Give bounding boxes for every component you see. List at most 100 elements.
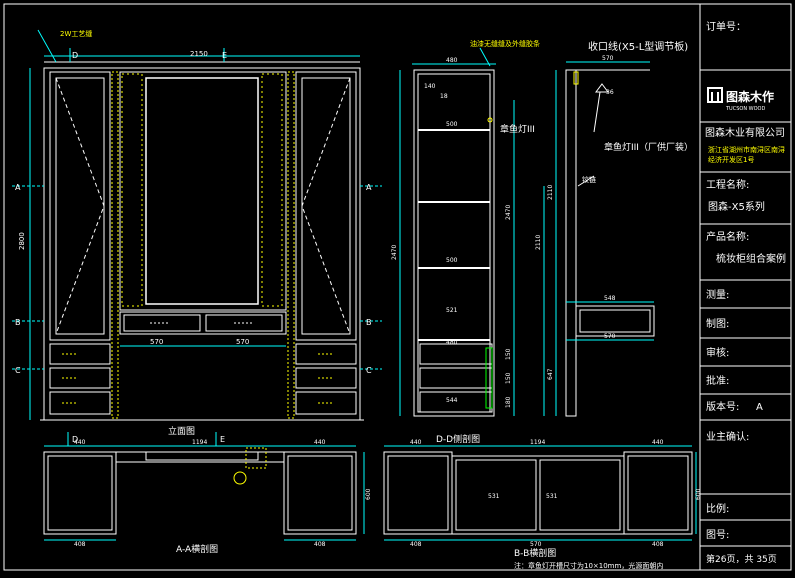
right-drawer-inner xyxy=(579,309,651,333)
brand-name-en: TUCSON WOOD xyxy=(725,106,765,112)
elevation-view: 2W工艺缝 2150 2800 570 570 A B C A B C D E … xyxy=(12,29,382,437)
order-label: 订单号： xyxy=(706,21,746,33)
right-drawer-3 xyxy=(295,391,357,415)
hinge-leader xyxy=(577,175,595,187)
company-name: 图森木业有限公司 xyxy=(705,126,785,139)
right-total-h: 2110 xyxy=(535,235,542,250)
collar-label: 收口线(X5-L型调节板) xyxy=(588,40,688,53)
elevation-title: 立面图 xyxy=(168,425,195,437)
aa-right-inner xyxy=(287,455,353,531)
vanity-drawer-left xyxy=(123,314,201,332)
mark-d-top: D xyxy=(72,51,78,60)
product-label: 产品名称: xyxy=(706,230,749,243)
approve-label: 批准: xyxy=(706,374,729,387)
survey-label: 测量: xyxy=(706,288,729,301)
brand-name-cn: 图森木作 xyxy=(726,89,774,104)
bb-center-right-drawer xyxy=(539,459,621,531)
hinge-label: 铰链 xyxy=(582,175,596,184)
aa-left-cabinet xyxy=(43,451,117,535)
left-door-swing xyxy=(55,77,105,335)
top-left-note: 2W工艺缝 xyxy=(60,29,92,38)
bb-inner-2: 531 xyxy=(546,493,558,500)
side-shelf-dim-2: 500 xyxy=(446,257,458,264)
bb-left-cabinet xyxy=(383,451,453,535)
side-shelf-dim: 500 xyxy=(446,121,458,128)
right-detail-arrow xyxy=(595,83,609,93)
side-inner-height: 2470 xyxy=(505,205,512,220)
side-height: 2470 xyxy=(391,245,398,260)
side-outer xyxy=(413,69,495,417)
elev-total-width: 2150 xyxy=(190,50,208,58)
side-top-width: 480 xyxy=(446,57,458,64)
top-center-note: 油漆无缝缝及外缝胶条 xyxy=(470,39,540,48)
right-lamp-strip xyxy=(287,71,295,419)
vanity-drawer-box xyxy=(119,311,287,335)
right-offset: 36 xyxy=(606,89,614,96)
mark-b-right: B xyxy=(366,318,372,327)
right-tall-door xyxy=(295,71,357,341)
brand-logo-icon xyxy=(707,87,723,103)
aa-bottom-right: 408 xyxy=(314,541,326,548)
side-shelf-dim-3: 521 xyxy=(446,307,458,314)
side-drawer-h3: 180 xyxy=(505,396,512,408)
owner-confirm-label: 业主确认: xyxy=(706,430,749,443)
section-bb-title: B-B横剖图 xyxy=(514,547,556,559)
side-drawer-1 xyxy=(419,343,493,365)
side-drawer-w2: 544 xyxy=(446,397,458,404)
bb-right-inner xyxy=(627,455,689,531)
scale-label: 比例: xyxy=(706,502,729,515)
page-info: 第26页，共 35页 xyxy=(706,553,777,565)
right-door-swing xyxy=(301,77,351,335)
bottom-note: 注：章鱼灯开槽尺寸为10×10mm，光源面朝内 xyxy=(514,561,663,570)
aa-lamp-symbol xyxy=(233,471,247,485)
bb-right-width: 440 xyxy=(652,439,664,446)
mirror-lamp-left xyxy=(121,73,143,307)
right-drawer-1 xyxy=(295,343,357,365)
mark-a-left: A xyxy=(15,183,21,192)
right-top-width: 570 xyxy=(602,55,614,62)
side-section-view: 油漆无缝缝及外缝胶条 480 140 18 500 500 521 480 54… xyxy=(391,39,540,445)
aa-mark-e: E xyxy=(220,435,225,444)
bb-depth: 600 xyxy=(695,488,702,500)
side-drawer-2 xyxy=(419,367,493,389)
bb-left-width: 440 xyxy=(410,439,422,446)
draw-label: 制图: xyxy=(706,317,729,330)
aa-right-width: 440 xyxy=(314,439,326,446)
section-aa-title: A-A横剖图 xyxy=(176,543,218,555)
aa-mark-d: D xyxy=(72,435,78,444)
elev-mid-right: 570 xyxy=(236,338,249,346)
bb-bottom-right: 408 xyxy=(652,541,664,548)
left-tall-door xyxy=(49,71,111,341)
right-lamp-slot xyxy=(573,71,579,85)
right-detail-view: 收口线(X5-L型调节板) 570 章鱼灯III（厂供厂装） 铰链 2110 2… xyxy=(535,40,693,417)
section-bb-view: 440 1194 440 408 570 408 531 531 600 B-B… xyxy=(383,439,702,570)
bb-inner-1: 531 xyxy=(488,493,500,500)
side-note-leader xyxy=(479,47,491,67)
version-value: A xyxy=(756,402,763,413)
note-leader-left xyxy=(37,29,57,63)
project-value: 图森-X5系列 xyxy=(708,200,765,213)
elev-total-height: 2800 xyxy=(18,232,26,250)
right-drawer-2 xyxy=(295,367,357,389)
side-width-2: 140 xyxy=(424,83,436,90)
elev-mid-left: 570 xyxy=(150,338,163,346)
version-label: 版本号: xyxy=(706,400,739,413)
address-line-1: 浙江省湖州市南浔区南浔 xyxy=(708,145,785,154)
aa-left-width: 440 xyxy=(74,439,86,446)
project-label: 工程名称: xyxy=(706,178,749,191)
aa-lamp-box xyxy=(245,447,267,469)
center-mirror-frame xyxy=(119,71,287,311)
mark-e-top: E xyxy=(222,51,227,60)
product-value: 梳妆柜组合案例 xyxy=(716,252,786,265)
title-block-border xyxy=(699,3,792,571)
right-low-h: 647 xyxy=(547,368,554,380)
left-lamp-strip xyxy=(111,71,119,419)
left-drawer-1 xyxy=(49,343,111,365)
aa-right-cabinet xyxy=(283,451,357,535)
title-block-text: 订单号： 图森木作 TUCSON WOOD 图森木业有限公司 浙江省湖州市南浔区… xyxy=(705,21,786,565)
aa-total-width: 1194 xyxy=(192,439,207,446)
section-aa-view: D E 440 1194 440 408 408 600 A-A横剖图 xyxy=(43,432,372,555)
side-drawer-fronts xyxy=(485,347,493,409)
